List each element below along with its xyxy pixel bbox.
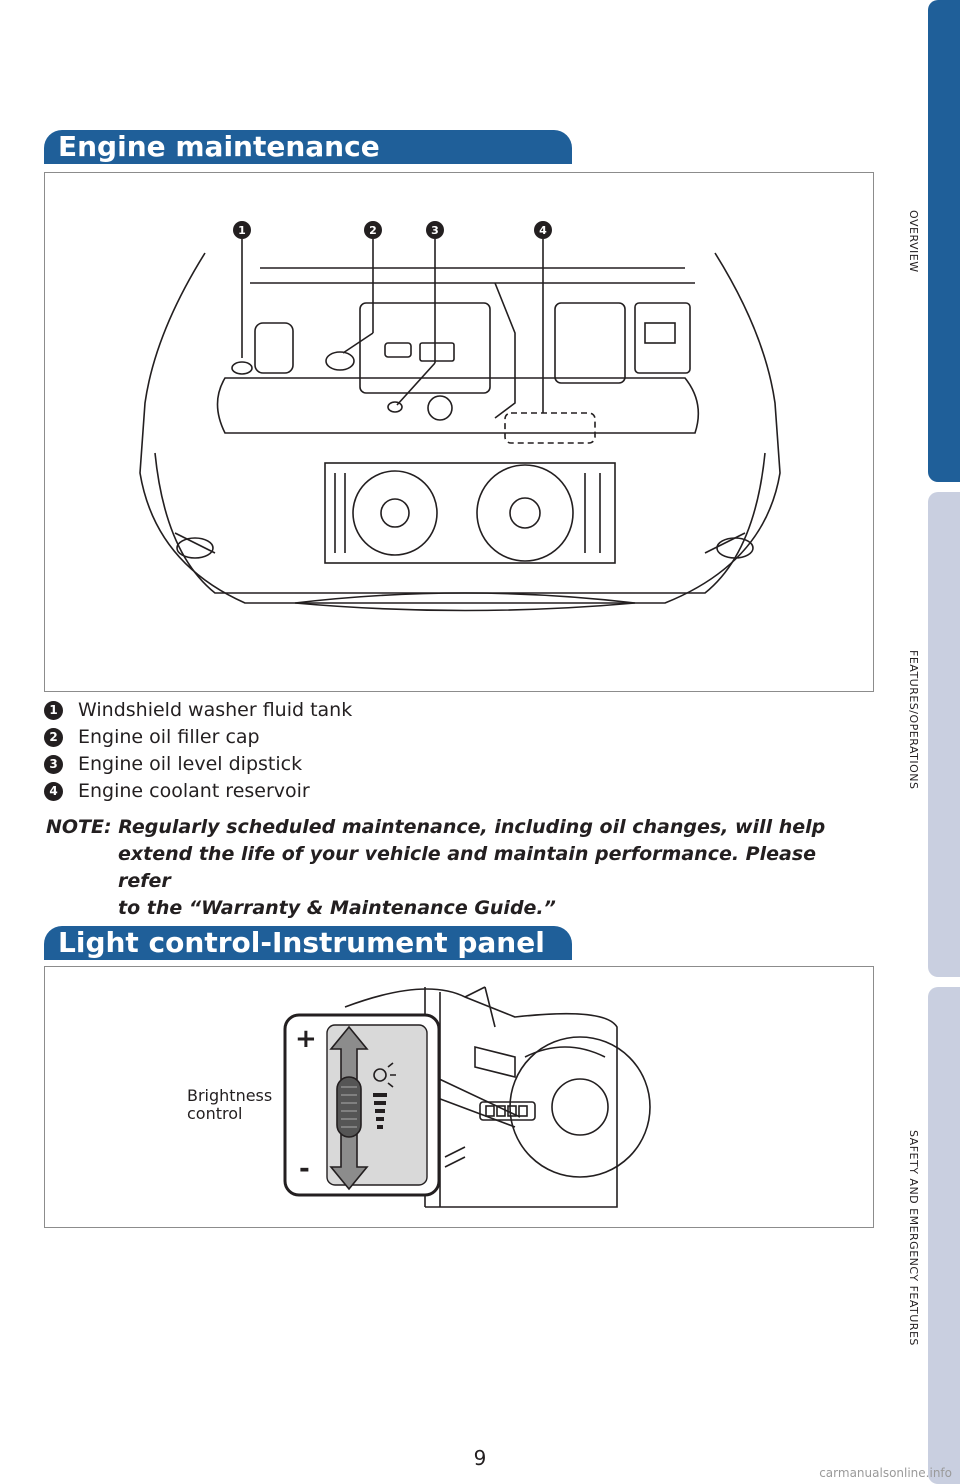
caption-line-2: control — [187, 1104, 243, 1123]
engine-illustration-frame: 1 2 3 4 — [44, 172, 874, 692]
legend-number: 4 — [44, 782, 63, 801]
right-fan — [476, 464, 574, 562]
side-label-safety: SAFETY AND EMERGENCY FEATURES — [907, 1130, 920, 1346]
coolant-reservoir — [504, 412, 596, 444]
callout-markers: 1 2 3 4 — [233, 221, 552, 413]
watermark: carmanualsonline.info — [819, 1466, 952, 1480]
dashboard-outline — [344, 988, 618, 1208]
washer-tank — [254, 322, 294, 374]
legend-label: Engine coolant reservoir — [78, 780, 310, 802]
legend-item: 1 Windshield washer fluid tank — [44, 697, 844, 724]
caption-line-1: Brightness — [187, 1086, 273, 1105]
legend-number: 3 — [44, 755, 63, 774]
callout-4-number: 4 — [539, 224, 547, 237]
note-prefix: NOTE: — [46, 816, 112, 838]
legend-item: 2 Engine oil filler cap — [44, 724, 844, 751]
steering-wheel — [509, 1036, 651, 1178]
light-control-frame: + - — [44, 966, 874, 1228]
minus-symbol: - — [299, 1154, 310, 1184]
side-tab-overview[interactable] — [928, 0, 960, 482]
engine-maintenance-heading: Engine maintenance — [44, 130, 572, 164]
oil-filler-cap — [325, 351, 355, 371]
side-label-overview: OVERVIEW — [907, 210, 920, 273]
engine-cover — [359, 302, 491, 394]
callout-3-number: 3 — [431, 224, 439, 237]
page-number: 9 — [473, 1446, 487, 1470]
legend-item: 3 Engine oil level dipstick — [44, 751, 844, 778]
maintenance-note: NOTE: Regularly scheduled maintenance, i… — [46, 814, 866, 922]
note-line-2: extend the life of your vehicle and main… — [118, 843, 817, 892]
callout-3-marker — [426, 221, 444, 239]
front-bumper — [154, 452, 766, 594]
callout-2-number: 2 — [369, 224, 377, 237]
callout-1-number: 1 — [238, 224, 246, 237]
legend-label: Engine oil filler cap — [78, 726, 260, 748]
engine-legend: 1 Windshield washer fluid tank 2 Engine … — [44, 697, 844, 805]
brightness-knob — [336, 1076, 362, 1138]
engine-bay-illustration: 1 2 3 4 — [139, 221, 781, 612]
side-tab-features[interactable] — [928, 492, 960, 977]
callout-2-marker — [364, 221, 382, 239]
callout-1-marker — [233, 221, 251, 239]
hood-outline — [139, 252, 781, 604]
side-label-features: FEATURES/OPERATIONS — [907, 650, 920, 790]
brightness-caption: Brightness control — [187, 1087, 272, 1123]
radiator — [324, 462, 616, 564]
legend-label: Windshield washer fluid tank — [78, 699, 353, 721]
note-text-1: Regularly scheduled maintenance, includi… — [118, 816, 826, 838]
plus-symbol: + — [295, 1024, 317, 1054]
dipstick — [387, 401, 403, 413]
callout-4-marker — [534, 221, 552, 239]
side-tab-safety[interactable] — [928, 987, 960, 1484]
note-line-3: to the “Warranty & Maintenance Guide.” — [118, 897, 556, 919]
legend-item: 4 Engine coolant reservoir — [44, 778, 844, 805]
brightness-icon — [373, 1062, 396, 1088]
instrument-panel-illustration: + - — [283, 986, 651, 1208]
left-fan — [352, 470, 438, 556]
legend-label: Engine oil level dipstick — [78, 753, 303, 775]
note-line-1: NOTE: Regularly scheduled maintenance, i… — [46, 814, 866, 841]
intake-duct — [494, 282, 516, 419]
legend-number: 1 — [44, 701, 63, 720]
light-control-heading: Light control-Instrument panel — [44, 926, 572, 960]
legend-number: 2 — [44, 728, 63, 747]
